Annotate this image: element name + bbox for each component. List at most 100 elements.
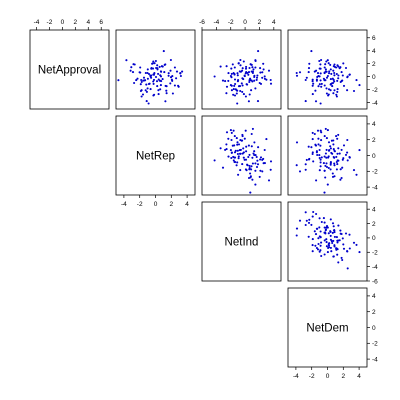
- y-tick-label: 4: [372, 121, 376, 128]
- scatter-point: [329, 161, 332, 164]
- scatter-point: [234, 82, 237, 86]
- scatter-point: [313, 70, 316, 73]
- scatter-point: [256, 163, 260, 166]
- y-tick-label: -4: [372, 264, 378, 271]
- scatter-point: [325, 156, 328, 159]
- scatter-point: [341, 158, 344, 161]
- scatter-point: [326, 74, 329, 78]
- scatter-point: [318, 148, 321, 152]
- y-tick-label: -4: [372, 356, 378, 363]
- scatter-point: [164, 84, 167, 87]
- y-tick-label: 4: [372, 48, 376, 55]
- scatter-point: [320, 85, 323, 88]
- scatter-point: [323, 226, 326, 229]
- scatter-point: [332, 65, 335, 68]
- scatter-point: [332, 143, 335, 146]
- scatter-point: [158, 65, 161, 68]
- scatter-point: [239, 152, 242, 155]
- scatter-point: [179, 74, 182, 78]
- scatter-point: [325, 165, 329, 169]
- scatter-point: [295, 74, 299, 77]
- scatter-point: [164, 100, 167, 103]
- scatter-point: [265, 78, 268, 81]
- scatter-point: [242, 151, 245, 154]
- scatter-point: [157, 93, 160, 96]
- scatter-point: [344, 232, 348, 235]
- scatter-point: [181, 70, 184, 73]
- scatter-point: [152, 94, 155, 97]
- scatter-point: [335, 93, 338, 96]
- scatter-point: [253, 150, 256, 153]
- scatter-point: [244, 72, 247, 75]
- scatter-point: [157, 78, 160, 81]
- scatter-point: [342, 144, 346, 147]
- scatter-point: [323, 66, 326, 69]
- scatter-point: [336, 79, 339, 82]
- scatter-point: [179, 72, 182, 75]
- scatter-point: [241, 90, 244, 93]
- x-tick-label: -4: [34, 19, 40, 26]
- scatter-point: [248, 80, 251, 84]
- scatter-point: [259, 169, 262, 172]
- scatter-point: [316, 227, 319, 230]
- scatter-point: [233, 66, 236, 69]
- scatter-point: [319, 158, 322, 161]
- variable-label-netdem: NetDem: [306, 323, 348, 335]
- scatter-point: [304, 78, 307, 82]
- scatter-point: [239, 64, 242, 67]
- variable-label-netrep: NetRep: [136, 151, 175, 163]
- scatter-point: [332, 225, 335, 228]
- scatter-point: [358, 84, 361, 87]
- y-tick-label: 0: [372, 153, 376, 160]
- scatter-point: [327, 72, 331, 75]
- scatter-point: [324, 152, 327, 155]
- scatter-point: [262, 62, 265, 65]
- scatter-point: [225, 92, 228, 95]
- scatter-point: [330, 72, 333, 75]
- scatter-point: [156, 85, 159, 88]
- scatter-point: [323, 135, 326, 138]
- scatter-point: [323, 71, 326, 74]
- scatter-point: [236, 161, 239, 164]
- scatter-point: [239, 58, 242, 62]
- scatter-point: [171, 92, 174, 95]
- scatter-point: [295, 164, 298, 167]
- scatter-point: [329, 145, 332, 148]
- scatter-point: [340, 232, 343, 236]
- x-tick-label: 4: [86, 19, 90, 26]
- scatter-point: [329, 78, 332, 81]
- scatter-point: [233, 73, 236, 76]
- scatter-point: [252, 68, 255, 71]
- y-tick-label: -6: [372, 278, 378, 285]
- scatter-point: [225, 143, 228, 146]
- scatter-point: [256, 159, 259, 162]
- scatter-point: [318, 67, 321, 70]
- scatter-point: [221, 79, 225, 82]
- y-tick-label: 4: [372, 293, 376, 300]
- scatter-point: [323, 253, 326, 256]
- scatter-point: [318, 83, 321, 86]
- x-tick-label: 2: [74, 19, 78, 26]
- scatter-point: [230, 156, 233, 160]
- x-tick-label: 4: [357, 373, 361, 380]
- scatter-point: [320, 139, 323, 142]
- scatter-point: [241, 163, 244, 166]
- scatter-point: [239, 89, 242, 93]
- scatter-point: [236, 141, 239, 144]
- scatter-point: [329, 218, 332, 221]
- scatter-point: [131, 71, 135, 74]
- scatter-point: [323, 169, 326, 172]
- scatter-point: [227, 79, 230, 82]
- scatter-point: [320, 58, 323, 62]
- scatter-point: [298, 170, 302, 173]
- scatter-point: [254, 183, 257, 186]
- scatter-point: [324, 79, 327, 82]
- scatter-point: [144, 71, 147, 75]
- scatter-point: [145, 83, 148, 86]
- scatter-point: [241, 67, 244, 70]
- scatter-point: [230, 76, 233, 79]
- scatter-point: [305, 158, 308, 161]
- scatter-point: [244, 168, 247, 171]
- scatter-point: [165, 89, 168, 92]
- scatter-point: [160, 65, 163, 68]
